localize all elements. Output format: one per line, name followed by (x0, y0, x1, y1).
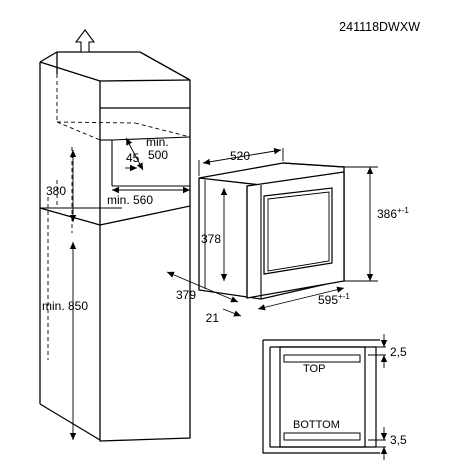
cabinet-column (39, 51, 191, 442)
dim-depth: 379 (176, 288, 196, 302)
dim-height-front: 378 (201, 232, 221, 246)
column-dimensions (69, 137, 190, 440)
dim-base-height: min. 850 (42, 299, 88, 313)
appliance-dimensions (166, 147, 378, 317)
dim-min-500-line1: min. (146, 135, 169, 149)
model-code: 241118DWXW (339, 20, 420, 34)
dim-min-500-line2: 500 (148, 148, 168, 162)
dim-width-top: 520 (230, 149, 250, 163)
dim-frame: 21 (206, 311, 220, 325)
detail-bottom-label: BOTTOM (293, 419, 340, 431)
hidden-lines (47, 74, 191, 360)
dim-niche-height: 380 (46, 184, 66, 198)
detail-gap-bottom: 3,5 (390, 433, 407, 447)
dim-height-side: 386+-1 (377, 206, 409, 221)
dim-niche-width: min. 560 (107, 193, 153, 207)
dim-niche-depth-small: 45 (126, 151, 140, 165)
appliance-body (198, 162, 345, 300)
detail-dimension-lines (368, 334, 388, 460)
detail-top-label: TOP (303, 363, 325, 375)
detail-section (262, 339, 380, 454)
arrow-up-icon (74, 29, 96, 53)
dim-width-bottom: 595+-1 (318, 292, 350, 307)
detail-gap-top: 2,5 (390, 345, 407, 359)
niche-opening (100, 136, 191, 187)
